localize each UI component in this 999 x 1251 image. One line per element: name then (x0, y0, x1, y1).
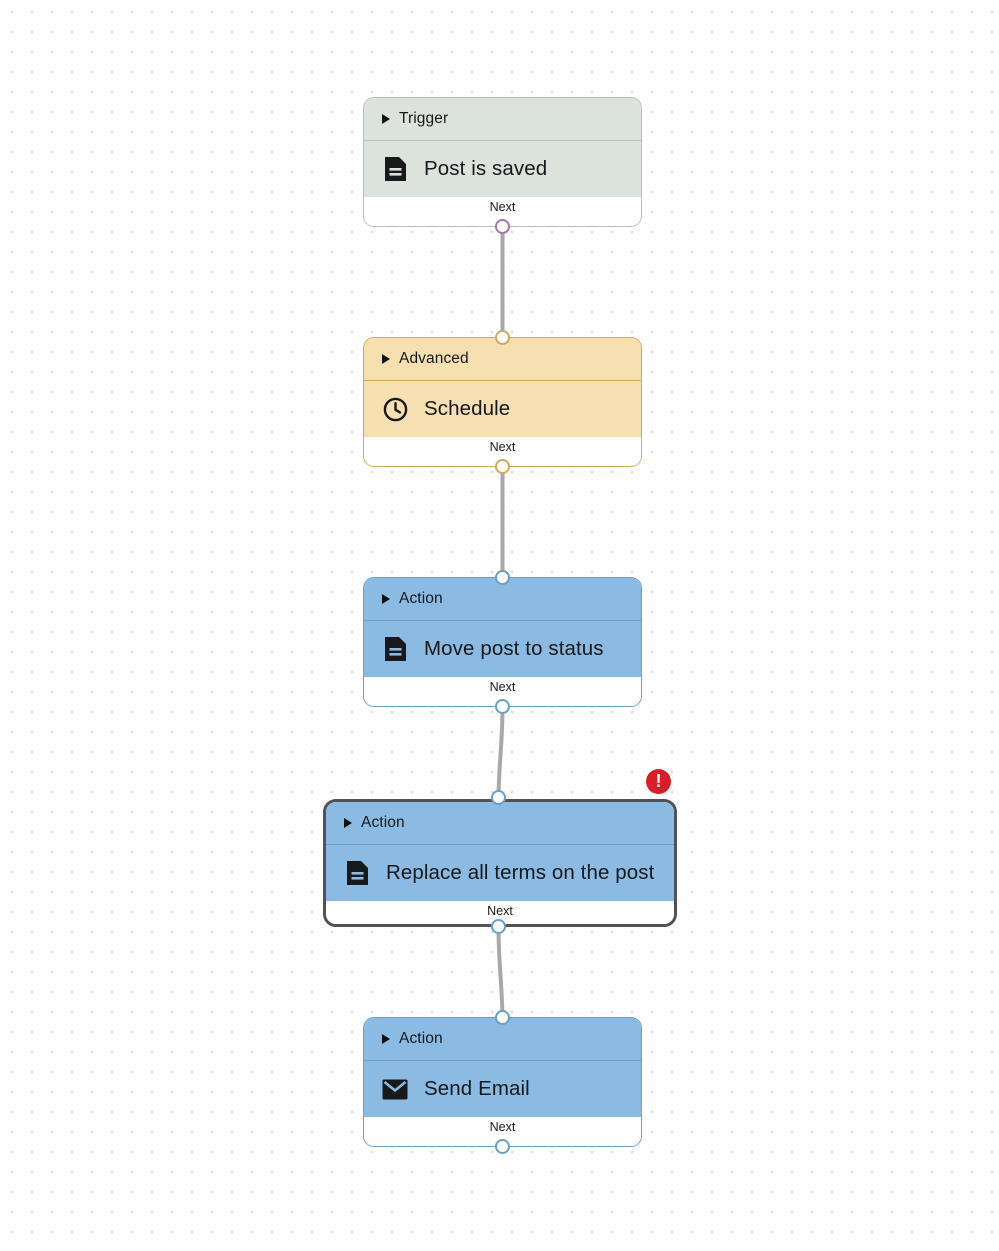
node-category-header: Action (364, 1018, 641, 1060)
node-title: Replace all terms on the post (386, 861, 655, 884)
edge-replace-terms-to-send-email (496, 925, 505, 1019)
node-divider (364, 140, 641, 141)
node-divider (326, 844, 674, 845)
node-next-label: Next (489, 680, 516, 694)
collapse-triangle-icon[interactable] (382, 594, 390, 604)
node-next-label: Next (487, 904, 513, 918)
edge-move-post-to-replace-terms (496, 705, 505, 799)
node-category-header: Action (364, 578, 641, 620)
node-category-header: Trigger (364, 98, 641, 140)
node-body: Post is saved (364, 141, 641, 197)
input-port-move-post[interactable] (495, 570, 510, 585)
node-category-header: Action (326, 802, 674, 844)
node-action-replace-all-terms[interactable]: Action Replace all terms on the post Nex… (323, 799, 677, 927)
document-icon (382, 636, 408, 662)
node-next-label: Next (489, 1120, 516, 1134)
collapse-triangle-icon[interactable] (382, 114, 390, 124)
node-body: Schedule (364, 381, 641, 437)
collapse-triangle-icon[interactable] (382, 1034, 390, 1044)
node-title: Post is saved (424, 157, 548, 180)
clock-icon (382, 396, 408, 422)
document-icon (344, 860, 370, 886)
input-port-replace-terms[interactable] (491, 790, 506, 805)
input-port-send-email[interactable] (495, 1010, 510, 1025)
output-port-replace-terms[interactable] (491, 919, 506, 934)
node-title: Move post to status (424, 637, 604, 660)
error-exclamation-icon: ! (655, 771, 662, 791)
node-body: Replace all terms on the post (326, 845, 674, 901)
node-category-label: Action (361, 814, 405, 831)
node-category-label: Action (399, 590, 443, 607)
node-footer[interactable]: Next (326, 901, 674, 924)
node-title: Send Email (424, 1077, 530, 1100)
input-port-advanced[interactable] (495, 330, 510, 345)
node-body: Move post to status (364, 621, 641, 677)
envelope-icon (382, 1076, 408, 1102)
node-divider (364, 1060, 641, 1061)
node-next-label: Next (489, 440, 516, 454)
node-category-label: Trigger (399, 110, 449, 127)
node-next-label: Next (489, 200, 516, 214)
node-category-label: Action (399, 1030, 443, 1047)
error-badge[interactable]: ! (646, 769, 671, 794)
collapse-triangle-icon[interactable] (382, 354, 390, 364)
output-port-trigger[interactable] (495, 219, 510, 234)
output-port-send-email[interactable] (495, 1139, 510, 1154)
node-divider (364, 380, 641, 381)
node-action-send-email[interactable]: Action Send Email Next (363, 1017, 642, 1147)
output-port-advanced[interactable] (495, 459, 510, 474)
node-divider (364, 620, 641, 621)
node-action-move-post-to-status[interactable]: Action Move post to status Next (363, 577, 642, 707)
output-port-move-post[interactable] (495, 699, 510, 714)
node-trigger-post-is-saved[interactable]: Trigger Post is saved Next (363, 97, 642, 227)
document-icon (382, 156, 408, 182)
node-category-label: Advanced (399, 350, 469, 367)
collapse-triangle-icon[interactable] (344, 818, 352, 828)
node-advanced-schedule[interactable]: Advanced Schedule Next (363, 337, 642, 467)
node-body: Send Email (364, 1061, 641, 1117)
node-title: Schedule (424, 397, 511, 420)
node-category-header: Advanced (364, 338, 641, 380)
